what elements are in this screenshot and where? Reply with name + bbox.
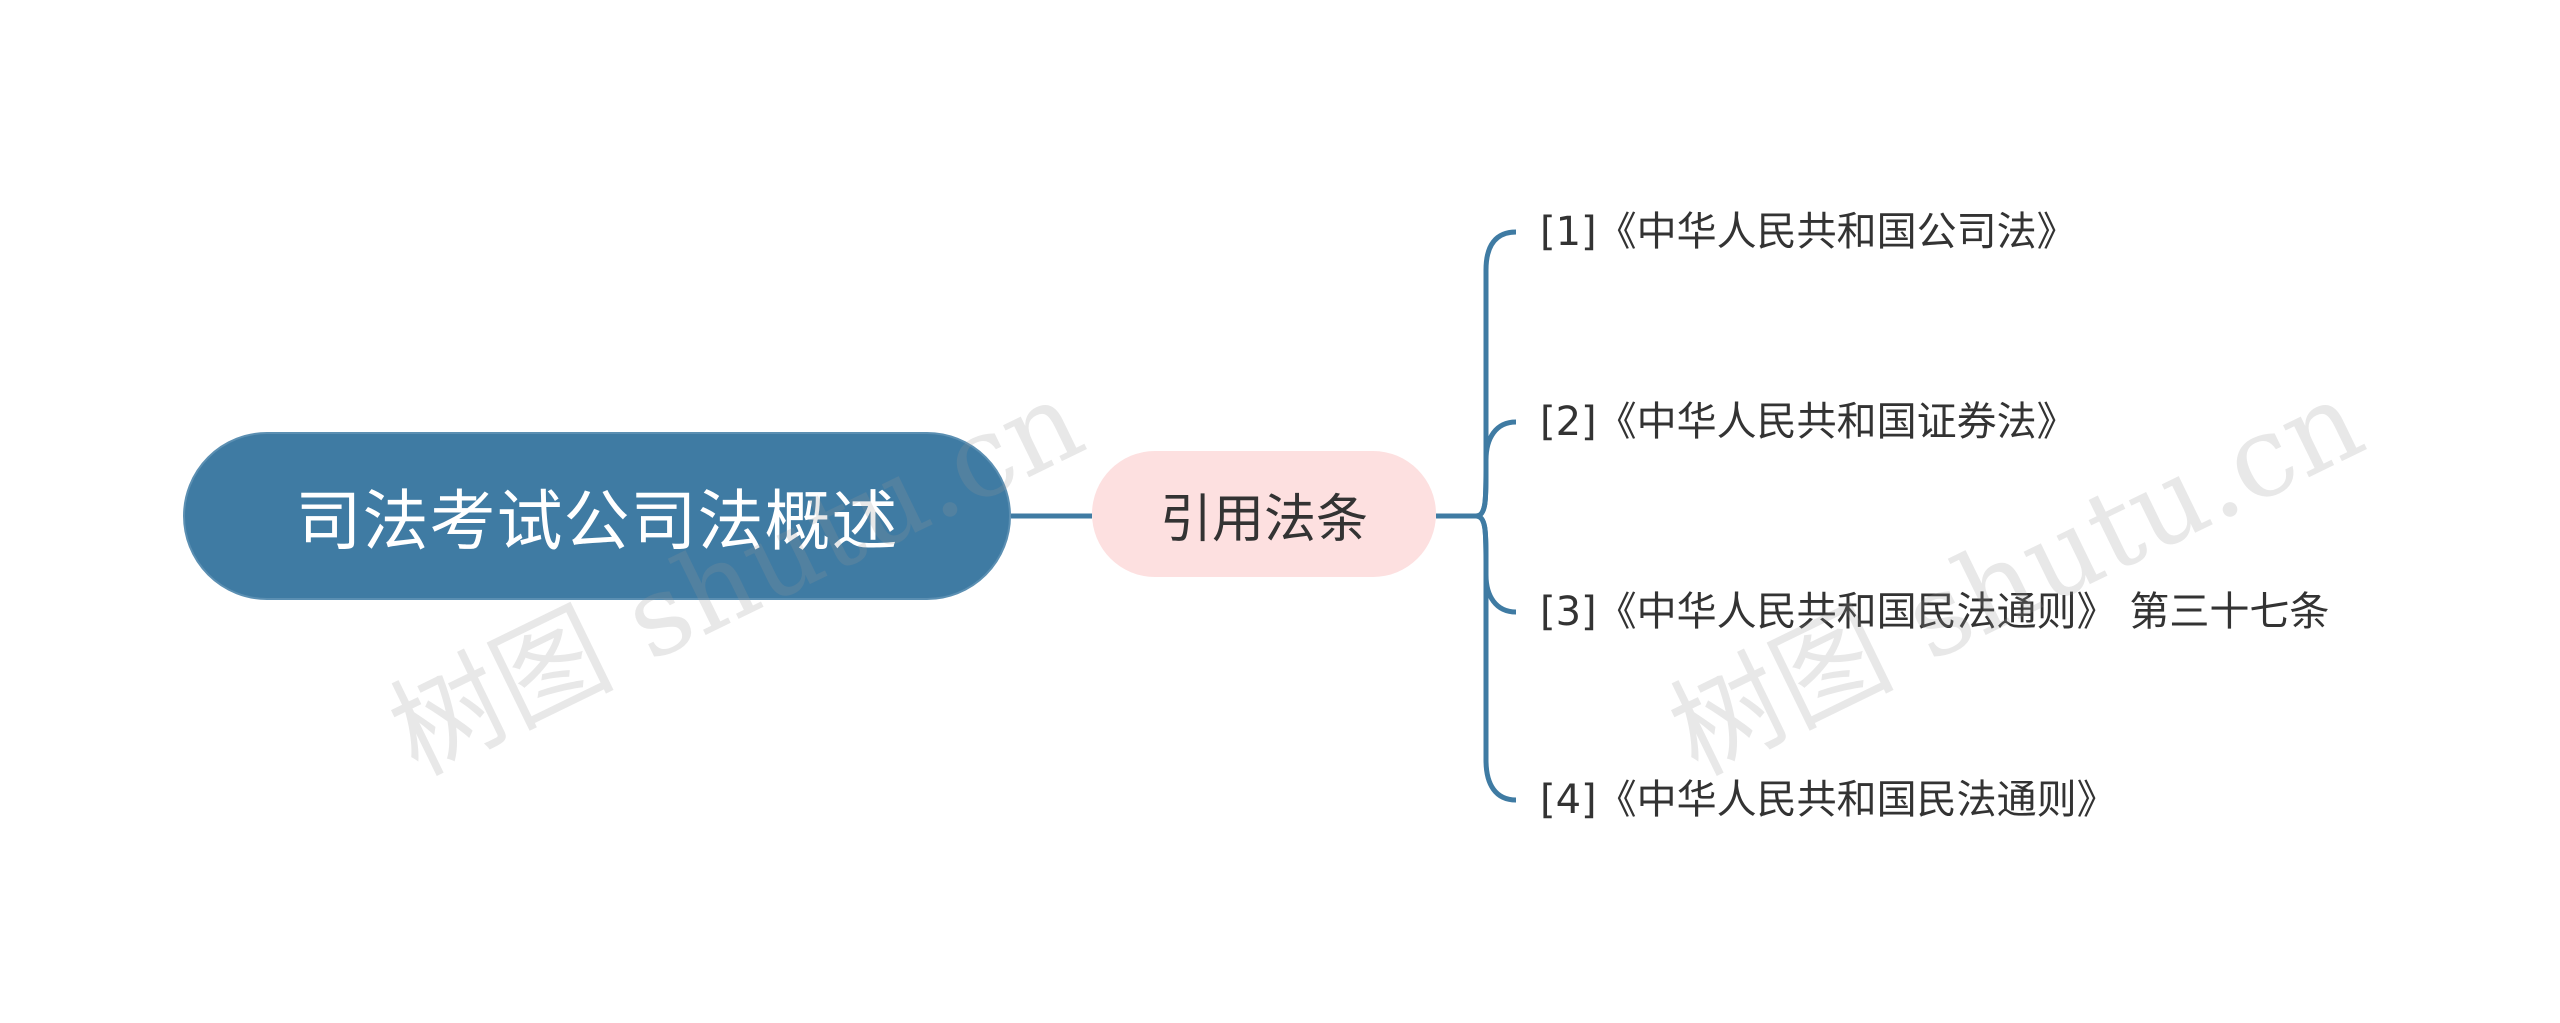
root-topic-label: 司法考试公司法概述 (295, 483, 899, 560)
branch-topic-label: 引用法条 (1159, 489, 1368, 550)
leaf-topic-label: [3]《中华人民共和国民法通则》 第三十七条 (1540, 589, 2330, 635)
root-topic-node[interactable]: 司法考试公司法概述 (183, 432, 1011, 600)
leaf-topic-3[interactable]: [3]《中华人民共和国民法通则》 第三十七条 (1540, 580, 2329, 644)
connector-leaf-2 (1475, 419, 1517, 519)
connector-leaf-4 (1475, 513, 1517, 803)
leaf-topic-label: [4]《中华人民共和国民法通则》 (1540, 777, 2117, 823)
leaf-topic-1[interactable]: [1]《中华人民共和国公司法》 (1540, 200, 2077, 264)
leaf-topic-2[interactable]: [2]《中华人民共和国证券法》 (1540, 390, 2077, 454)
connector-leaf-3 (1475, 513, 1517, 615)
leaf-topic-label: [1]《中华人民共和国公司法》 (1540, 209, 2077, 255)
connector-leaf-1 (1475, 229, 1517, 519)
branch-topic-node[interactable]: 引用法条 (1092, 451, 1436, 577)
leaf-topic-4[interactable]: [4]《中华人民共和国民法通则》 (1540, 768, 2117, 832)
leaf-topic-label: [2]《中华人民共和国证券法》 (1540, 399, 2077, 445)
